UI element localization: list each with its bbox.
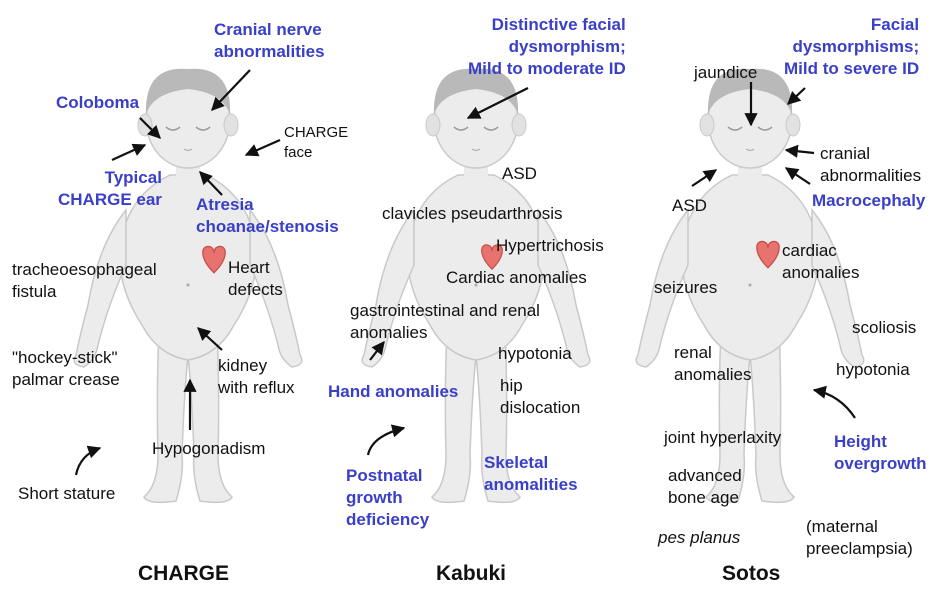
charge-hypogonadism-label: Hypogonadism: [152, 438, 265, 460]
charge-tef-label: tracheoesophageal fistula: [12, 259, 157, 303]
sotos-pes-planus-label: pes planus: [658, 527, 740, 549]
sotos-joint-label: joint hyperlaxity: [664, 427, 781, 449]
sotos-scoliosis-label: scoliosis: [852, 317, 916, 339]
kabuki-clavicles-label: clavicles pseudarthrosis: [382, 203, 562, 225]
kabuki-hand-label: Hand anomalies: [328, 381, 458, 403]
charge-heart-label: Heart defects: [228, 257, 283, 301]
kabuki-hypertrichosis-label: Hypertrichosis: [496, 235, 604, 257]
kabuki-asd-label: ASD: [502, 163, 537, 185]
charge-coloboma-label: Coloboma: [56, 92, 139, 114]
charge-short-stature-label: Short stature: [18, 483, 115, 505]
kabuki-postnatal-label: Postnatal growth deficiency: [346, 465, 429, 531]
sotos-hypotonia-label: hypotonia: [836, 359, 910, 381]
sotos-height-label: Height overgrowth: [834, 431, 927, 475]
charge-hockey-label: "hockey-stick" palmar crease: [12, 347, 120, 391]
kabuki-hypotonia-label: hypotonia: [498, 343, 572, 365]
charge-ear-label: Typical CHARGE ear: [58, 167, 162, 211]
kabuki-facial-label: Distinctive facial dysmorphism; Mild to …: [468, 14, 626, 80]
sotos-bone-age-label: advanced bone age: [668, 465, 742, 509]
charge-kidney-label: kidney with reflux: [218, 355, 295, 399]
sotos-cardiac-label: cardiac anomalies: [782, 240, 860, 284]
sotos-facial-label: Facial dysmorphisms; Mild to severe ID: [784, 14, 919, 80]
sotos-asd-label: ASD: [672, 195, 707, 217]
sotos-seizures-label: seizures: [654, 277, 717, 299]
kabuki-skeletal-label: Skeletal anomalities: [484, 452, 578, 496]
sotos-maternal-label: (maternal preeclampsia): [806, 516, 913, 560]
kabuki-title: Kabuki: [436, 563, 506, 585]
charge-cranial-nerve-label: Cranial nerve abnormalities: [214, 19, 325, 63]
kabuki-cardiac-label: Cardiac anomalies: [446, 267, 587, 289]
sotos-jaundice-label: jaundice: [694, 62, 757, 84]
sotos-macrocephaly-label: Macrocephaly: [812, 190, 925, 212]
sotos-renal-label: renal anomalies: [674, 342, 752, 386]
charge-atresia-label: Atresia choanae/stenosis: [196, 194, 339, 238]
kabuki-gi-label: gastrointestinal and renal anomalies: [350, 300, 540, 344]
sotos-title: Sotos: [722, 563, 780, 585]
sotos-cranial-label: cranial abnormalities: [820, 143, 921, 187]
charge-face-label: CHARGE face: [284, 123, 348, 163]
charge-title: CHARGE: [138, 563, 229, 585]
kabuki-hip-label: hip dislocation: [500, 375, 580, 419]
